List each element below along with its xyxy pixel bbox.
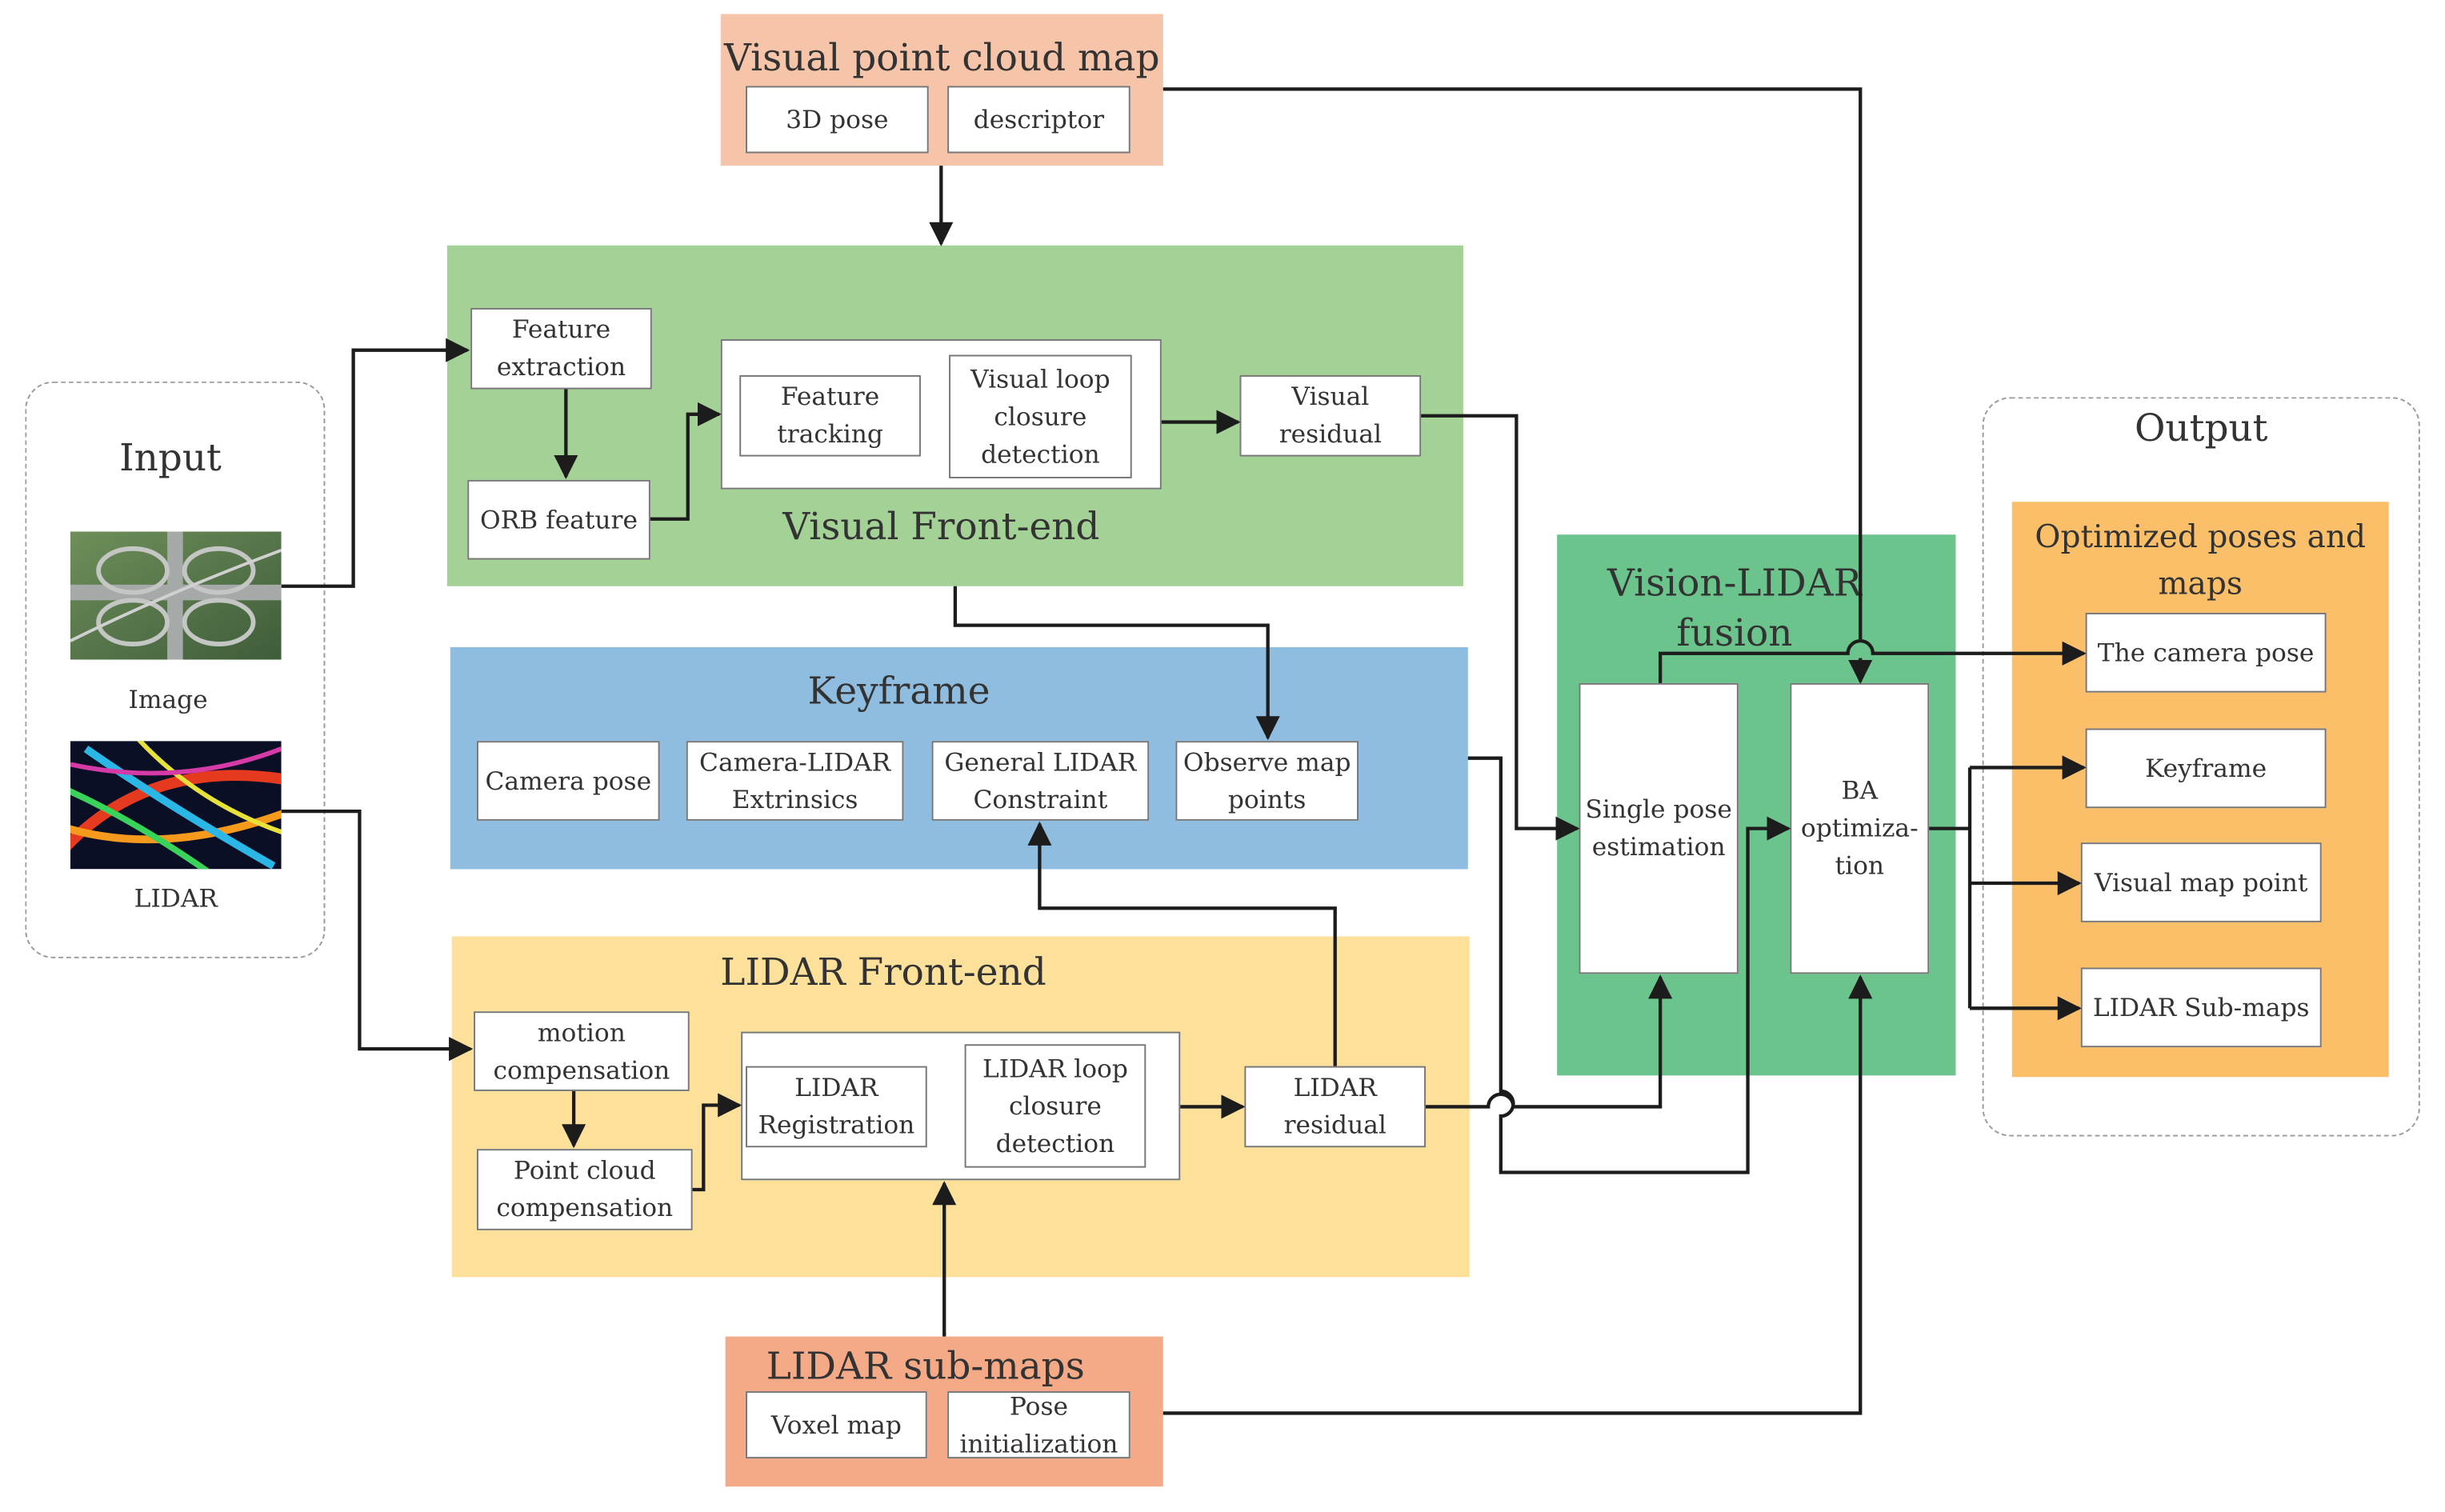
keyframe-camera-pose-box: Camera pose	[476, 741, 660, 821]
image-label: Image	[128, 684, 208, 714]
feature-tracking-box: Feature tracking	[739, 374, 921, 457]
lidar-frontend-title: LIDAR Front-end	[720, 950, 1046, 994]
input-title: Input	[119, 436, 222, 480]
orb-feature-box: ORB feature	[467, 479, 650, 560]
pose-3d-box: 3D pose	[746, 86, 929, 154]
visual-residual-box: Visual residual	[1239, 374, 1422, 457]
motion-compensation-box: motion compensation	[474, 1011, 690, 1091]
camera-lidar-extrinsics-box: Camera-LIDAR Extrinsics	[686, 741, 904, 821]
lidar-registration-box: LIDAR Registration	[746, 1066, 927, 1148]
lidar-label: LIDAR	[134, 883, 218, 914]
output-keyframe-box: Keyframe	[2085, 728, 2327, 809]
point-cloud-compensation-box: Point cloud compensation	[476, 1149, 693, 1230]
output-lidar-submaps-box: LIDAR Sub-maps	[2080, 967, 2322, 1048]
highway-image-icon	[70, 531, 282, 660]
keyframe-title: Keyframe	[807, 669, 990, 714]
output-title: Output	[2134, 406, 2268, 450]
visual-loop-closure-box: Visual loop closure detection	[949, 354, 1132, 478]
output-visual-map-point-box: Visual map point	[2080, 842, 2322, 922]
lidar-pointcloud-icon	[70, 741, 282, 870]
single-pose-estimation-box: Single pose estimation	[1579, 682, 1739, 974]
visual-map-title: Visual point cloud map	[724, 35, 1160, 80]
output-camera-pose-box: The camera pose	[2085, 612, 2327, 693]
optimized-output-title: Optimized poses and maps	[2035, 517, 2367, 602]
voxel-map-box: Voxel map	[746, 1391, 927, 1459]
lidar-residual-box: LIDAR residual	[1244, 1066, 1427, 1148]
general-lidar-constraint-box: General LIDAR Constraint	[931, 741, 1150, 821]
lidar-loop-closure-box: LIDAR loop closure detection	[964, 1044, 1146, 1168]
feature-extraction-box: Feature extraction	[470, 307, 652, 390]
descriptor-box: descriptor	[947, 86, 1130, 154]
lidar-submaps-title: LIDAR sub-maps	[766, 1344, 1085, 1389]
fusion-title: Vision-LIDAR fusion	[1607, 561, 1862, 655]
observe-map-points-box: Observe map points	[1175, 741, 1359, 821]
ba-optimization-box: BA optimiza- tion	[1790, 682, 1930, 974]
pose-initialization-box: Pose initialization	[947, 1390, 1130, 1459]
visual-frontend-title: Visual Front-end	[782, 505, 1100, 549]
